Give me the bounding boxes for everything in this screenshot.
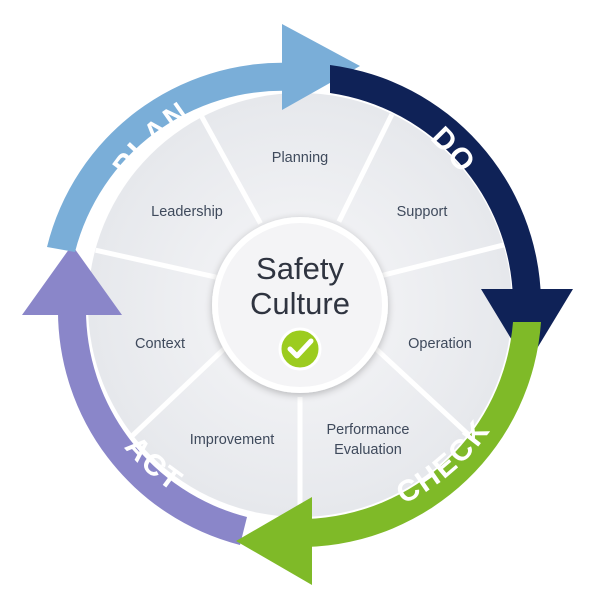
segment-label-context: Context — [135, 336, 185, 352]
plan-arrow — [47, 62, 292, 252]
check-arrow — [306, 322, 541, 547]
segment-label-improvement: Improvement — [190, 432, 275, 448]
center-title-line1: Safety — [256, 251, 344, 286]
segment-dividers — [95, 113, 508, 517]
do-arrow — [330, 65, 541, 300]
check-arrowhead — [236, 497, 312, 585]
center-title-line2: Culture — [250, 286, 350, 321]
segment-label-performance-line1: Performance — [326, 422, 409, 438]
plan-arrowhead — [282, 24, 360, 110]
segment-label-planning: Planning — [272, 150, 328, 166]
segment-label-leadership: Leadership — [151, 204, 223, 220]
segment-label-operation: Operation — [408, 336, 472, 352]
check-circle-icon — [278, 327, 322, 371]
act-arrow — [57, 300, 247, 545]
segment-label-support: Support — [397, 204, 448, 220]
segment-label-performance-line2: Evaluation — [334, 442, 402, 458]
center-hub — [212, 217, 388, 393]
segment-wheel — [88, 93, 512, 517]
act-arrowhead — [22, 245, 122, 315]
